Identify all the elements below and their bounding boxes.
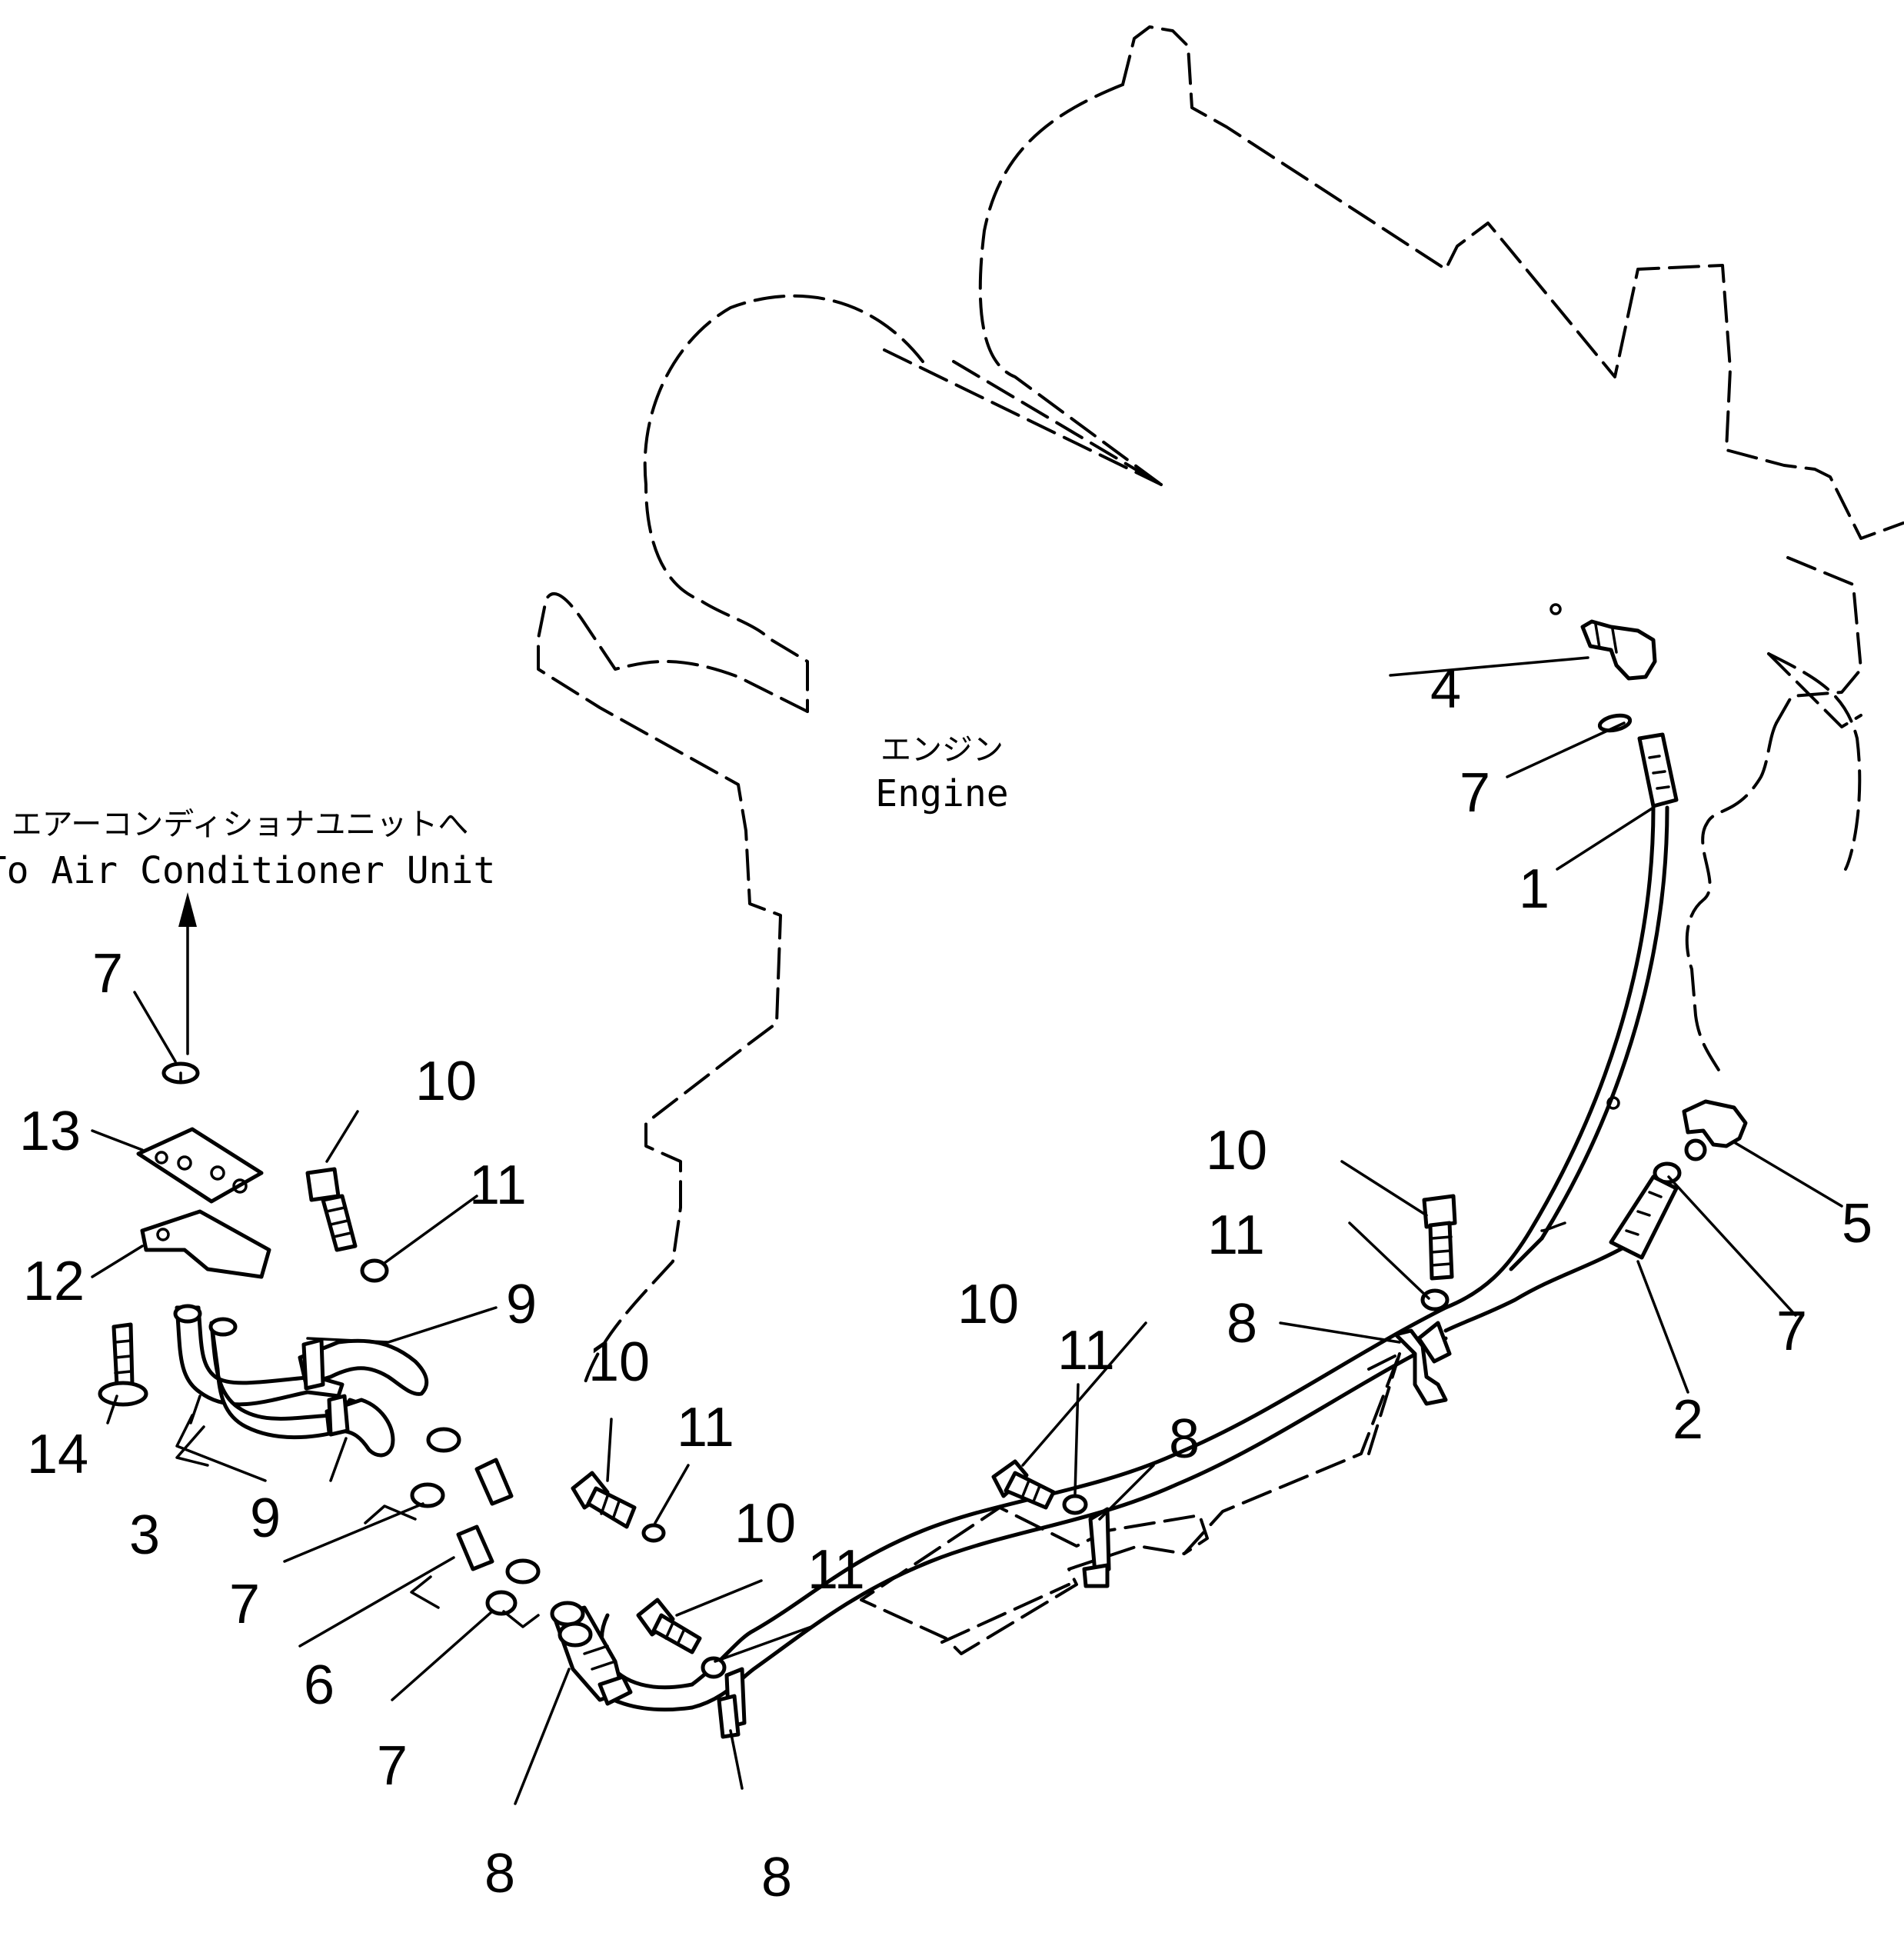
callout-8: 8 (1227, 1293, 1257, 1355)
callout-12: 12 (23, 1251, 85, 1312)
engine-label: エンジン Engine (875, 732, 1008, 815)
elbow-fitting-5 (1606, 1096, 1748, 1161)
hose-routing (577, 805, 1669, 1712)
callout-7: 7 (92, 943, 123, 1005)
callout-14: 14 (27, 1424, 88, 1485)
bolt-14 (98, 1322, 148, 1407)
callout-8: 8 (761, 1847, 792, 1908)
arrow-up-icon (178, 892, 197, 1055)
callout-11: 11 (1207, 1205, 1265, 1266)
clamp-8-middle (1082, 1507, 1111, 1588)
callout-6: 6 (304, 1654, 335, 1716)
callout-11: 11 (469, 1155, 527, 1216)
bolt-10-middle (991, 1459, 1056, 1510)
callout-9: 9 (506, 1274, 537, 1335)
callout-10: 10 (734, 1493, 796, 1554)
bolt-10-left (305, 1167, 358, 1252)
engine-label-en: Engine (875, 772, 1008, 815)
callout-7: 7 (229, 1574, 260, 1635)
hose-sleeve-1 (1637, 732, 1679, 808)
bolt-10-lower (636, 1598, 702, 1654)
hose-9-upper (298, 1338, 429, 1396)
elbow-fitting-4 (1549, 603, 1657, 681)
leader-lines (91, 656, 1843, 1805)
callout-11: 11 (1057, 1320, 1115, 1381)
callout-5: 5 (1842, 1193, 1872, 1255)
clamp-8-right (1393, 1321, 1452, 1406)
callout-10: 10 (415, 1051, 477, 1112)
callout-8: 8 (1169, 1408, 1200, 1470)
callout-4: 4 (1430, 658, 1461, 720)
callout-1: 1 (1519, 858, 1549, 920)
clamp-8-lower-left (550, 1601, 633, 1706)
callout-2: 2 (1673, 1389, 1703, 1451)
callout-9: 9 (250, 1488, 281, 1549)
callout-11: 11 (807, 1539, 865, 1601)
parts (98, 603, 1748, 1739)
hose-9-lower (325, 1394, 395, 1458)
ac-unit-label: エアーコンディショナユニットへ To Air Conditioner Unit (0, 807, 495, 892)
callout-7: 7 (377, 1735, 408, 1797)
bolt-10-lower-middle (571, 1471, 637, 1529)
callout-7: 7 (1776, 1301, 1807, 1362)
clamp-8-lower-right (717, 1667, 747, 1739)
hose-sleeve-2 (1609, 1175, 1679, 1260)
callout-10: 10 (1206, 1120, 1267, 1181)
callout-numbers: 4 7 1 5 7 2 10 11 8 10 11 8 10 11 10 11 … (19, 658, 1872, 1908)
callout-7: 7 (1460, 762, 1490, 824)
callout-8: 8 (484, 1843, 515, 1904)
callout-10: 10 (588, 1331, 650, 1393)
engine-outline (537, 25, 1904, 1655)
ac-unit-label-jp: エアーコンディショナユニットへ (12, 807, 469, 842)
callout-3: 3 (129, 1504, 160, 1566)
callout-13: 13 (19, 1101, 81, 1162)
bolt-10-right (1422, 1194, 1457, 1281)
ac-unit-label-en: To Air Conditioner Unit (0, 849, 495, 892)
plate-13 (136, 1127, 264, 1204)
bracket-12 (140, 1209, 271, 1279)
engine-label-jp: エンジン (880, 732, 1004, 768)
callout-10: 10 (957, 1274, 1019, 1335)
callout-11: 11 (677, 1397, 734, 1458)
